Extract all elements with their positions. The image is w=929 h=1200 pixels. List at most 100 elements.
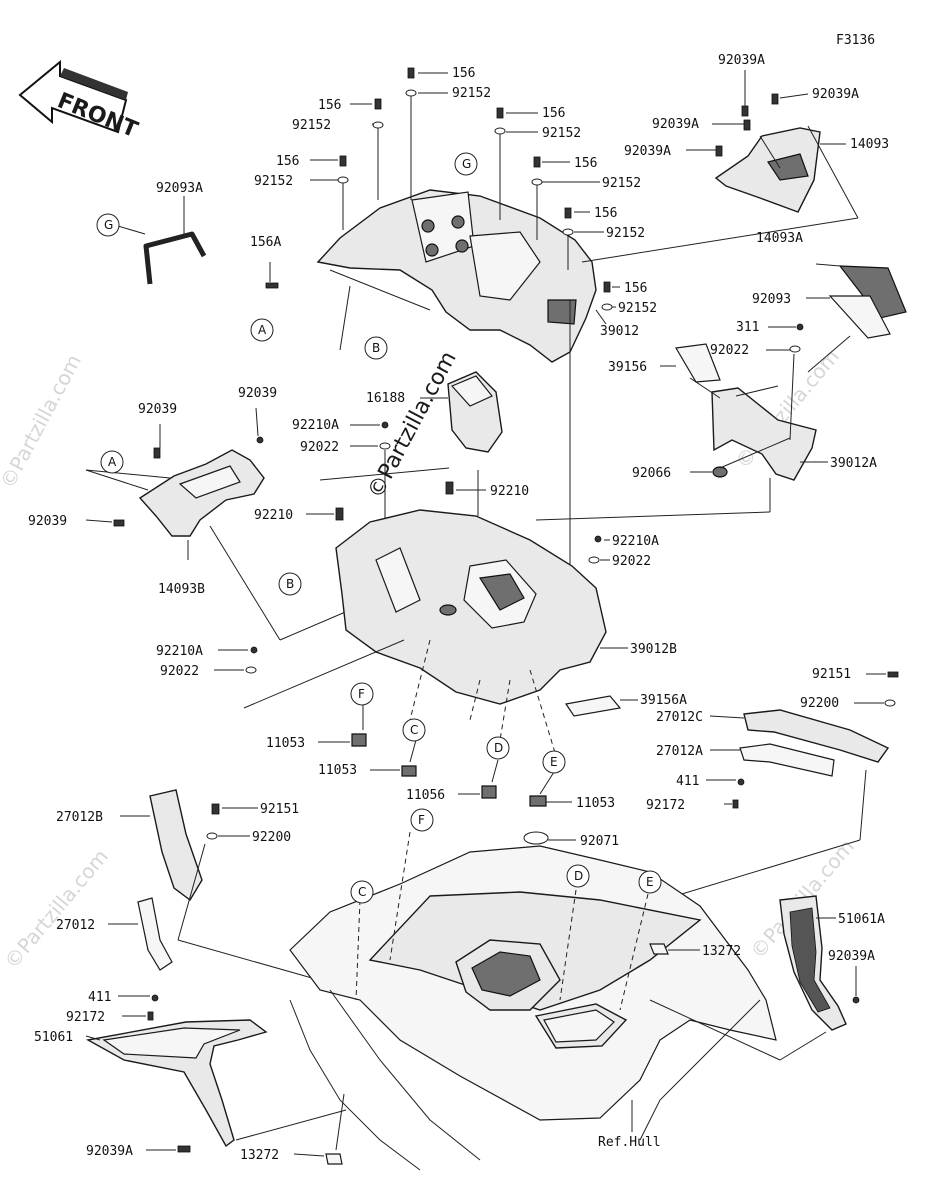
pad-14093A [806, 263, 907, 373]
label-27012A: 27012A [656, 744, 703, 759]
label-11056: 11056 [406, 788, 445, 803]
label-156: 156 [574, 156, 597, 171]
leader-lines-top [269, 72, 620, 325]
label-156: 156 [624, 281, 647, 296]
ref-letter-a: A [108, 455, 117, 469]
label-92039: 92039 [28, 514, 67, 529]
label-92210A: 92210A [156, 644, 203, 659]
tray-39012B [335, 300, 628, 757]
label-92071: 92071 [580, 834, 619, 849]
label-92022: 92022 [710, 343, 749, 358]
label-92039: 92039 [138, 402, 177, 417]
label-92210A: 92210A [612, 534, 659, 549]
ref-letter-b: B [286, 577, 294, 591]
label-92210A: 92210A [292, 418, 339, 433]
label-92152: 92152 [292, 118, 331, 133]
label-92210: 92210 [490, 484, 529, 499]
label-311: 311 [736, 320, 759, 335]
ref-letter-d: D [494, 741, 503, 755]
label-92039A: 92039A [86, 1144, 133, 1159]
label-92066: 92066 [632, 466, 671, 481]
label-411: 411 [676, 774, 699, 789]
hull-ref [289, 831, 777, 1171]
part-labels: 156 92152 156 92152 156 92152 156 92152 … [28, 53, 889, 1163]
vent-39156 [660, 323, 804, 383]
grab-handle-92093A [143, 231, 207, 285]
ref-letter-e: E [550, 755, 558, 769]
label-13272: 13272 [240, 1148, 279, 1163]
front-arrow-icon: FRONT [18, 59, 141, 143]
label-11053: 11053 [266, 736, 305, 751]
label-156: 156 [276, 154, 299, 169]
label-14093A: 14093A [756, 231, 803, 246]
label-11053: 11053 [318, 763, 357, 778]
label-14093: 14093 [850, 137, 889, 152]
label-16188: 16188 [366, 391, 405, 406]
label-92172: 92172 [66, 1010, 105, 1025]
label-92152: 92152 [602, 176, 641, 191]
label-92022: 92022 [612, 554, 651, 569]
label-92152: 92152 [618, 301, 657, 316]
ref-letter-c: C [410, 723, 418, 737]
label-156: 156 [594, 206, 617, 221]
label-92022: 92022 [160, 664, 199, 679]
label-411: 411 [88, 990, 111, 1005]
panel-14093B [85, 407, 351, 641]
fastener-set-mid [306, 421, 486, 530]
label-51061: 51061 [34, 1030, 73, 1045]
label-92039A: 92039A [624, 144, 671, 159]
grille-51061A [649, 895, 860, 1061]
ref-letters: G G A B A B F C D E F C D E [96, 152, 662, 904]
ref-letter-g: G [462, 157, 471, 171]
label-92200: 92200 [800, 696, 839, 711]
label-39012B: 39012B [630, 642, 677, 657]
watermark-left-lower: ©Partzilla.com [0, 844, 113, 973]
label-92039A: 92039A [652, 117, 699, 132]
ref-letter-e: E [646, 875, 654, 889]
label-39156: 39156 [608, 360, 647, 375]
label-92152: 92152 [254, 174, 293, 189]
label-92210: 92210 [254, 508, 293, 523]
label-92039: 92039 [238, 386, 277, 401]
label-51061A: 51061A [838, 912, 885, 927]
rails-27012C [595, 671, 899, 921]
label-27012C: 27012C [656, 710, 703, 725]
label-92151: 92151 [260, 802, 299, 817]
label-13272: 13272 [702, 944, 741, 959]
rails-27012B [108, 789, 461, 1021]
label-92093: 92093 [752, 292, 791, 307]
label-92093A: 92093A [156, 181, 203, 196]
label-156: 156 [318, 98, 341, 113]
label-92152: 92152 [452, 86, 491, 101]
label-92152: 92152 [606, 226, 645, 241]
cover-14093 [581, 70, 859, 263]
figure-code: F3136 [836, 33, 875, 48]
label-11053: 11053 [576, 796, 615, 811]
ref-hull-label: Ref.Hull [598, 1135, 661, 1150]
label-156: 156 [542, 106, 565, 121]
label-92172: 92172 [646, 798, 685, 813]
ref-letter-a: A [258, 323, 267, 337]
ref-letter-g: G [104, 218, 113, 232]
cover-51061 [85, 1019, 347, 1153]
box-16188 [420, 371, 503, 453]
label-92200: 92200 [252, 830, 291, 845]
ref-letter-f: F [358, 687, 365, 701]
label-14093B: 14093B [158, 582, 205, 597]
vent-39156A [564, 695, 638, 717]
label-92152: 92152 [542, 126, 581, 141]
label-27012: 27012 [56, 918, 95, 933]
ref-letter-b: B [372, 341, 380, 355]
clips-11053 [318, 704, 572, 807]
label-92151: 92151 [812, 667, 851, 682]
fastener-set-low-left [214, 639, 405, 709]
fastener-set-top [265, 67, 613, 311]
watermark-left-upper: ©Partzilla.com [0, 350, 86, 492]
label-156A: 156A [250, 235, 281, 250]
label-39012A: 39012A [830, 456, 877, 471]
label-39012: 39012 [600, 324, 639, 339]
deck-cover-39012 [316, 189, 597, 363]
label-92022: 92022 [300, 440, 339, 455]
label-39156A: 39156A [640, 693, 687, 708]
